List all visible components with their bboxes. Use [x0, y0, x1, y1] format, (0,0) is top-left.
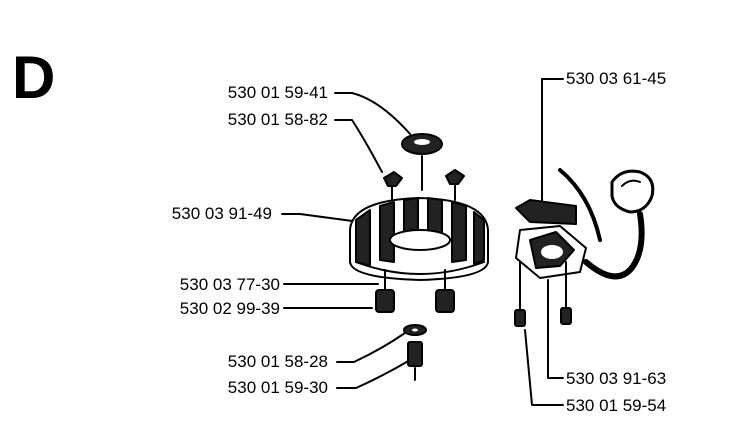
- center-nut: [407, 341, 423, 381]
- upper-bolts: [383, 169, 465, 201]
- lower-washer: [403, 324, 427, 336]
- part-label-530-01-59-30: 530 01 59-30: [227, 378, 328, 397]
- top-washer: [401, 133, 443, 155]
- part-label-530-02-99-39: 530 02 99-39: [179, 299, 280, 318]
- part-label-530-03-61-45: 530 03 61-45: [566, 69, 667, 88]
- part-label-530-03-77-30: 530 03 77-30: [179, 275, 280, 294]
- part-label-530-01-59-54: 530 01 59-54: [566, 396, 667, 415]
- part-label-530-03-91-49: 530 03 91-49: [171, 204, 272, 223]
- section-letter: D: [12, 44, 56, 111]
- part-label-530-01-58-82: 530 01 58-82: [227, 110, 328, 129]
- stator-coil-ring: [349, 197, 489, 281]
- ignition-lead: [558, 168, 655, 280]
- ignition-module: [514, 199, 587, 327]
- part-label-530-01-58-28: 530 01 58-28: [227, 352, 328, 371]
- part-label-530-03-91-63: 530 03 91-63: [566, 369, 667, 388]
- part-label-530-01-59-41: 530 01 59-41: [227, 83, 328, 102]
- leader-lines: [281, 78, 564, 406]
- lower-spacers: [375, 269, 455, 313]
